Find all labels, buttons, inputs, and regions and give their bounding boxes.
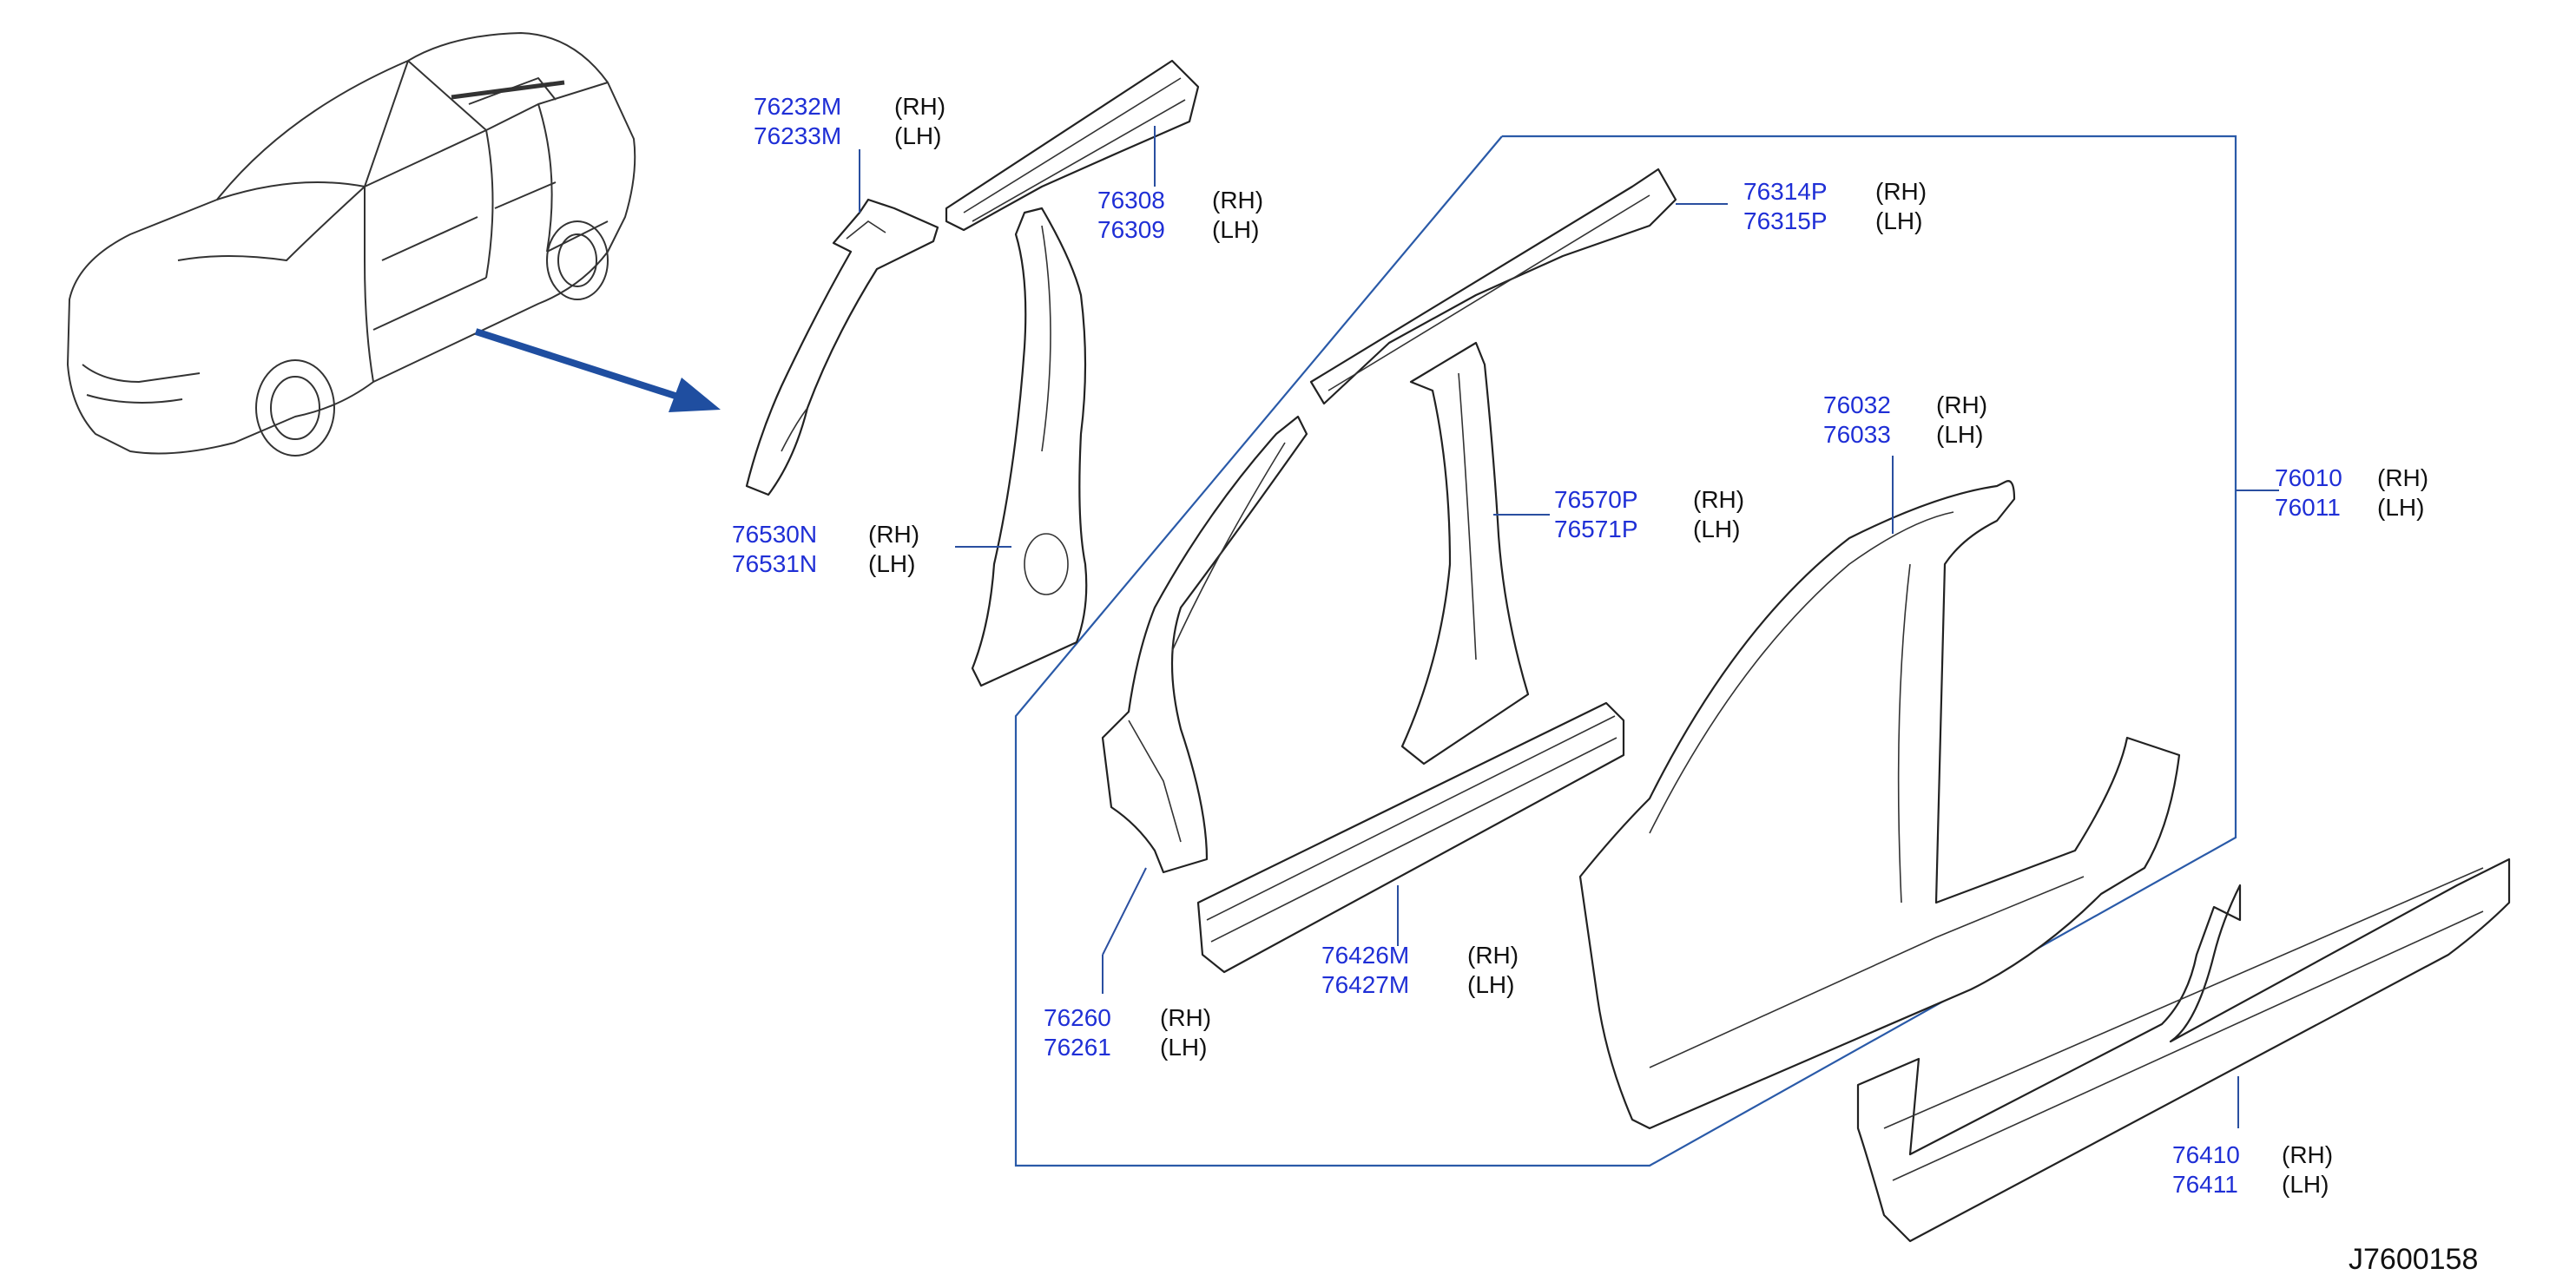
side-label: (LH) — [1936, 421, 1983, 448]
callout-76260: 76260 76261 (RH) (LH) — [1044, 1004, 1211, 1061]
direction-arrow — [474, 328, 721, 412]
part-number: 76315P — [1743, 207, 1828, 234]
callout-76308: 76308 76309 (RH) (LH) — [1097, 187, 1263, 243]
part-number: 76427M — [1321, 971, 1409, 998]
side-label: (LH) — [1212, 216, 1259, 243]
part-number: 76314P — [1743, 178, 1828, 205]
callout-76410: 76410 76411 (RH) (LH) — [2172, 1141, 2333, 1198]
callout-76570P: 76570P 76571P (RH) (LH) — [1554, 486, 1744, 542]
side-label: (RH) — [894, 93, 945, 120]
side-label: (RH) — [1936, 391, 1987, 418]
callout-76032: 76032 76033 (RH) (LH) — [1823, 391, 1987, 448]
side-label: (RH) — [2377, 464, 2428, 491]
side-label: (RH) — [1693, 486, 1744, 513]
part-body-side-outer — [1578, 480, 2181, 1130]
part-number: 76571P — [1554, 516, 1638, 542]
part-number: 76410 — [2172, 1141, 2240, 1168]
side-label: (RH) — [1160, 1004, 1211, 1031]
vehicle-illustration — [67, 32, 636, 457]
part-sill-outer — [1856, 858, 2511, 1243]
part-number: 76308 — [1097, 187, 1165, 214]
part-front-pillar-lower — [1101, 415, 1308, 874]
part-number: 76261 — [1044, 1034, 1111, 1061]
side-label: (LH) — [1875, 207, 1922, 234]
part-number: 76530N — [732, 521, 817, 548]
side-label: (RH) — [1467, 942, 1519, 969]
side-label: (LH) — [1467, 971, 1514, 998]
callout-76010: 76010 76011 (RH) (LH) — [2275, 464, 2428, 521]
part-sill-inner — [1196, 701, 1625, 974]
leader-lines — [859, 126, 2279, 1128]
assembly-frame — [1014, 135, 2237, 1167]
side-label: (RH) — [2282, 1141, 2333, 1168]
part-number: 76010 — [2275, 464, 2342, 491]
part-number: 76232M — [754, 93, 841, 120]
side-label: (LH) — [894, 122, 941, 149]
part-number: 76426M — [1321, 942, 1409, 969]
part-number: 76531N — [732, 550, 817, 577]
side-label: (LH) — [868, 550, 915, 577]
callout-76426M: 76426M 76427M (RH) (LH) — [1321, 942, 1519, 998]
side-label: (LH) — [2282, 1171, 2329, 1198]
side-label: (RH) — [868, 521, 919, 548]
side-label: (LH) — [2377, 494, 2424, 521]
side-label: (LH) — [1693, 516, 1740, 542]
side-label: (RH) — [1875, 178, 1927, 205]
part-number: 76570P — [1554, 486, 1638, 513]
callout-76530N: 76530N 76531N (RH) (LH) — [732, 521, 919, 577]
part-center-pillar-inner — [1400, 341, 1530, 766]
callout-76232M: 76232M 76233M (RH) (LH) — [754, 93, 945, 149]
part-number: 76260 — [1044, 1004, 1111, 1031]
part-number: 76411 — [2172, 1171, 2238, 1198]
part-number: 76032 — [1823, 391, 1891, 418]
part-front-pillar-reinforcement — [745, 198, 939, 496]
diagram-id: J7600158 — [2349, 1243, 2478, 1276]
part-front-pillar-inner — [971, 207, 1088, 687]
part-number: 76011 — [2275, 494, 2341, 521]
part-number: 76309 — [1097, 216, 1165, 243]
side-label: (LH) — [1160, 1034, 1207, 1061]
part-number: 76233M — [754, 122, 841, 149]
side-label: (RH) — [1212, 187, 1263, 214]
part-number: 76033 — [1823, 421, 1891, 448]
callout-76314P: 76314P 76315P (RH) (LH) — [1743, 178, 1927, 234]
